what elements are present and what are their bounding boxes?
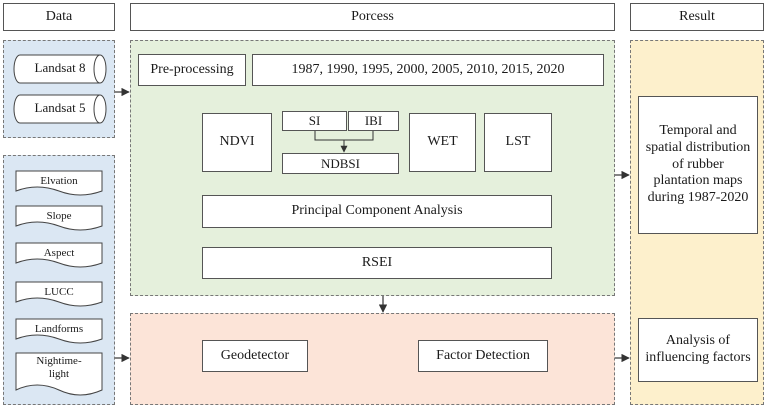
result-maps-box: Temporal and spatial distribution of rub…: [638, 96, 758, 234]
header-result: Result: [630, 3, 764, 31]
factor-nightlight: Nightime-light: [15, 352, 103, 398]
ndvi-box: NDVI: [202, 113, 272, 172]
landsat5-cylinder: Landsat 5: [12, 94, 108, 124]
factor-elevation: Elvation: [15, 170, 103, 197]
ndbsi-box: NDBSI: [282, 153, 399, 174]
wet-box: WET: [409, 113, 476, 172]
factor-detection-box: Factor Detection: [418, 340, 548, 372]
factor-aspect-label: Aspect: [43, 247, 75, 259]
preprocessing-box: Pre-processing: [138, 54, 246, 86]
factor-lucc: LUCC: [15, 281, 103, 308]
factor-lucc-label: LUCC: [44, 286, 74, 298]
si-box: SI: [282, 111, 347, 131]
pca-box: Principal Component Analysis: [202, 195, 552, 228]
si-ibi-merge-line: [314, 130, 374, 141]
header-data: Data: [3, 3, 115, 31]
factor-landforms: Landforms: [15, 318, 103, 345]
factor-landforms-label: Landforms: [34, 323, 84, 335]
rsei-box: RSEI: [202, 247, 552, 279]
factor-elevation-label: Elvation: [40, 175, 78, 187]
result-analysis-box: Analysis of influencing factors: [638, 318, 758, 382]
factor-nightlight-label: Nightime-light: [36, 355, 82, 380]
header-process: Porcess: [130, 3, 615, 31]
factor-slope-label: Slope: [46, 210, 72, 222]
landsat5-label: Landsat 5: [34, 100, 86, 115]
geodetector-box: Geodetector: [202, 340, 308, 372]
ibi-box: IBI: [348, 111, 399, 131]
landsat8-label: Landsat 8: [34, 60, 86, 75]
lst-box: LST: [484, 113, 552, 172]
landsat8-cylinder: Landsat 8: [12, 54, 108, 84]
years-box: 1987, 1990, 1995, 2000, 2005, 2010, 2015…: [252, 54, 604, 86]
factor-slope: Slope: [15, 205, 103, 232]
factor-aspect: Aspect: [15, 242, 103, 269]
